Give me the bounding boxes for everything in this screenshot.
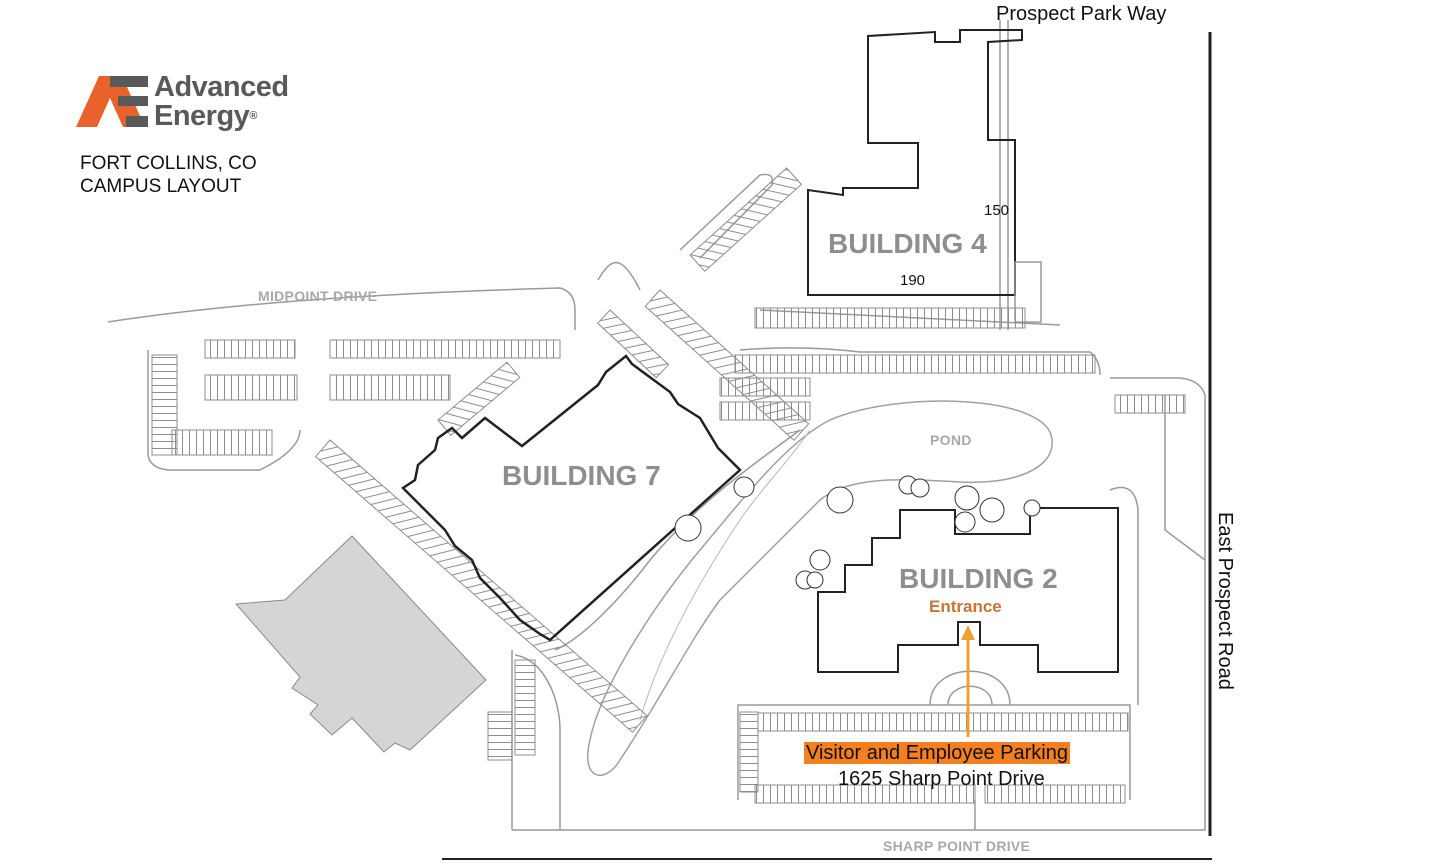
tree-icon [806, 571, 824, 589]
building-4-label: BUILDING 4 [828, 228, 987, 259]
title-line1: FORT COLLINS, CO [80, 153, 257, 174]
tree-icon [1023, 499, 1041, 517]
logo-name-line2-text: Energy [154, 100, 250, 132]
tree-icon [809, 549, 831, 571]
building-7-label: BUILDING 7 [502, 460, 661, 491]
parking-address: 1625 Sharp Point Drive [838, 768, 1045, 790]
building-number-150: 150 [984, 202, 1010, 219]
logo-name-line2: Energy® [154, 102, 257, 131]
lot-outlines [107, 173, 1206, 831]
advanced-energy-logo-icon [76, 76, 148, 127]
tree-icon [910, 478, 930, 498]
tree-icon [826, 486, 854, 514]
sharp-point-drive-label: SHARP POINT DRIVE [883, 838, 1031, 854]
street-prospect-park-way: Prospect Park Way [996, 3, 1167, 25]
logo-name-line1: Advanced [154, 71, 289, 103]
entrance-arrow [961, 625, 975, 737]
parking-label: Visitor and Employee Parking [804, 742, 1070, 765]
trees [674, 475, 1041, 590]
pond-outline [587, 400, 1053, 777]
building-2-label: BUILDING 2 [899, 563, 1058, 594]
midpoint-drive-label: MIDPOINT DRIVE [258, 288, 378, 304]
registered-mark: ® [249, 110, 257, 122]
parking-highlight: Visitor and Employee Parking [804, 742, 1070, 764]
pond-label: POND [930, 432, 972, 448]
building-number-190: 190 [900, 272, 926, 289]
building-4-footprint [807, 29, 1023, 296]
street-east-prospect-road: East Prospect Road [1214, 512, 1236, 690]
title-line2: CAMPUS LAYOUT [80, 176, 242, 197]
tree-icon [674, 514, 702, 542]
tree-icon [733, 476, 755, 498]
tree-icon [979, 497, 1005, 523]
building-7-footprint [401, 354, 742, 642]
parking-stalls [151, 167, 1186, 804]
neighbor-building [234, 535, 487, 753]
tree-icon [954, 511, 976, 533]
tree-icon [954, 485, 980, 511]
entrance-label: Entrance [929, 597, 1002, 616]
roads [442, 20, 1212, 860]
